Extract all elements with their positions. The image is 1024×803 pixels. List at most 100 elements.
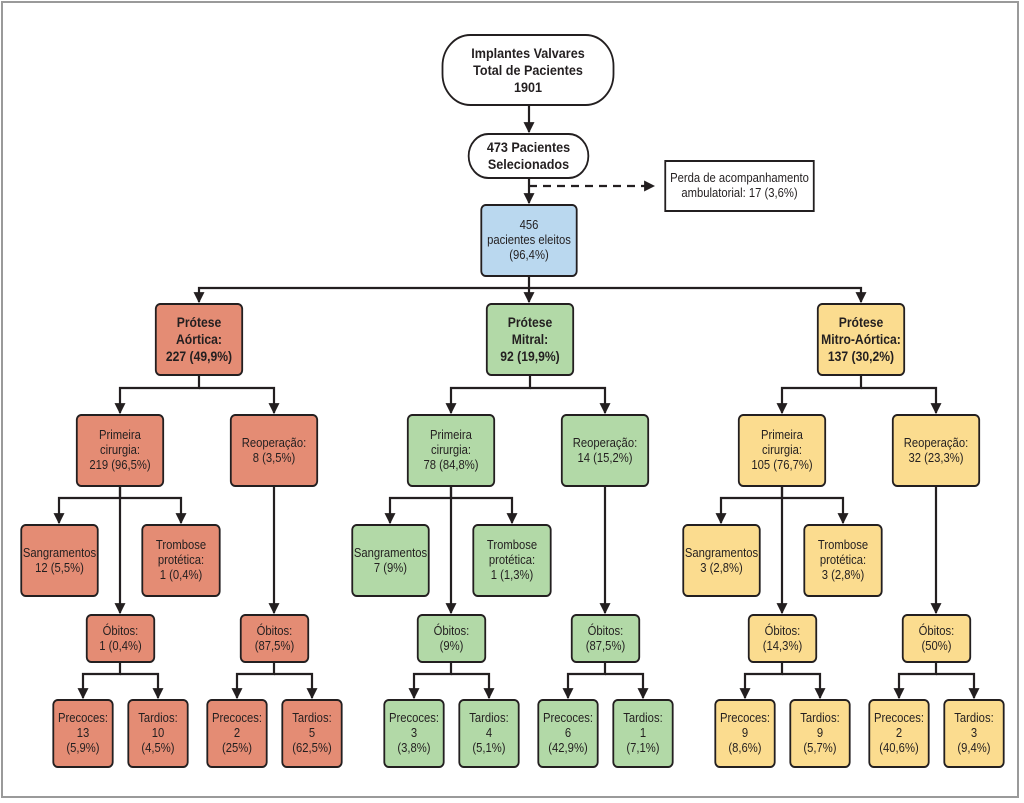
aortic-first-early-node: Precoces:13(5,9%) xyxy=(52,699,114,768)
first-late-line-1: Tardios: xyxy=(138,711,178,725)
reop-late-line-1: Tardios: xyxy=(623,711,663,725)
first-late-line-3: (5,7%) xyxy=(803,741,837,755)
reop-early-line-2: 6 xyxy=(564,726,572,740)
bleeding-line-2: 3 (2,8%) xyxy=(700,560,743,575)
group-3-arrow-thrombosis xyxy=(782,496,849,525)
group-3-arrow-first-late xyxy=(782,672,826,700)
reop-deaths-line-2: (87,5%) xyxy=(585,638,626,653)
bleeding-line-1: Sangramentos xyxy=(22,545,97,560)
first-deaths-line-2: 1 (0,4%) xyxy=(99,638,142,653)
reop-late-line-1: Tardios: xyxy=(292,711,332,725)
group-2-arrow-thrombosis xyxy=(451,496,518,525)
aortic-reop-late-node: Tardios:5(62,5%) xyxy=(281,699,343,768)
first-early-line-2: 13 xyxy=(76,726,90,740)
reop-line-2: 32 (23,3%) xyxy=(908,450,964,465)
first-line-3: 219 (96,5%) xyxy=(89,458,151,472)
mitral-reop-early-node: Precoces:6(42,9%) xyxy=(537,699,599,768)
title-line-2: Mitral: xyxy=(511,332,549,347)
title-line-2: Aórtica: xyxy=(176,332,222,347)
first-late-line-2: 4 xyxy=(485,726,493,740)
mitral-first-deaths-node: Óbitos:(9%) xyxy=(416,614,487,663)
group-1-arrow-thrombosis xyxy=(120,496,187,525)
reop-line-2: 14 (15,2%) xyxy=(577,450,633,465)
thrombosis-line-1: Trombose xyxy=(817,538,869,552)
mitro-aortic-reop-late-node: Tardios:3(9,4%) xyxy=(943,699,1005,768)
first-line-3: 105 (76,7%) xyxy=(751,458,813,472)
aortic-first-deaths-node: Óbitos:1 (0,4%) xyxy=(85,614,156,663)
reop-early-line-1: Precoces: xyxy=(873,711,925,725)
group-1-arrow-first xyxy=(114,376,201,415)
group-3-arrow-reop-early xyxy=(893,663,938,700)
first-early-line-1: Precoces: xyxy=(57,711,109,725)
thrombosis-line-3: 1 (1,3%) xyxy=(490,568,534,582)
mitro-aortic-first-early-node: Precoces:9(8,6%) xyxy=(714,699,776,768)
lost-followup-node: Perda de acompanhamento ambulatorial: 17… xyxy=(664,160,815,212)
reop-late-line-1: Tardios: xyxy=(954,711,994,725)
reop-deaths-line-2: (87,5%) xyxy=(254,638,295,653)
title-line-1: Prótese xyxy=(176,315,222,330)
eligible-percent: (96,4%) xyxy=(509,248,549,262)
thrombosis-line-2: protética: xyxy=(157,553,205,567)
first-early-line-1: Precoces: xyxy=(719,711,771,725)
total-patients-node: Implantes Valvares Total de Pacientes 19… xyxy=(441,34,615,106)
group-1-arrow-first-early xyxy=(77,663,122,700)
group-1-arrow-reop xyxy=(199,386,280,415)
mitral-reop-node: Reoperação:14 (15,2%) xyxy=(560,414,650,487)
thrombosis-line-3: 3 (2,8%) xyxy=(821,568,865,582)
reop-line-1: Reoperação: xyxy=(903,435,969,450)
mitral-reop-late-node: Tardios:1(7,1%) xyxy=(612,699,674,768)
first-late-line-3: (4,5%) xyxy=(141,741,175,755)
first-line-1: Primeira xyxy=(430,428,472,442)
first-early-line-1: Precoces: xyxy=(388,711,440,725)
first-deaths-line-2: (9%) xyxy=(439,638,464,653)
reop-line-1: Reoperação: xyxy=(572,435,638,450)
group-2-arrow-reop-early xyxy=(562,663,607,700)
first-line-1: Primeira xyxy=(99,428,141,442)
reop-early-line-3: (40,6%) xyxy=(879,741,919,755)
mitro-aortic-first-deaths-node: Óbitos:(14,3%) xyxy=(747,614,818,663)
mitral-reop-deaths-node: Óbitos:(87,5%) xyxy=(570,614,641,663)
mitral-first-late-node: Tardios:4(5,1%) xyxy=(458,699,520,768)
thrombosis-line-1: Trombose xyxy=(486,538,538,552)
arrow-to-mitro-aortic xyxy=(529,286,867,304)
first-line-2: cirurgia: xyxy=(430,443,472,457)
reop-late-line-2: 3 xyxy=(970,726,978,740)
title-line-1: Prótese xyxy=(507,315,553,330)
title-line-3: 227 (49,9%) xyxy=(165,349,233,364)
bleeding-line-1: Sangramentos xyxy=(353,545,428,560)
title-line-2: Mitro-Aórtica: xyxy=(821,332,901,347)
aortic-reop-deaths-node: Óbitos:(87,5%) xyxy=(239,614,310,663)
reop-early-line-1: Precoces: xyxy=(542,711,594,725)
reop-late-line-3: (9,4%) xyxy=(957,741,991,755)
group-1-arrow-reop-early xyxy=(231,663,276,700)
mitro-aortic-reop-early-node: Precoces:2(40,6%) xyxy=(868,699,930,768)
aortic-reop-node: Reoperação:8 (3,5%) xyxy=(229,414,319,487)
reop-early-line-2: 2 xyxy=(233,726,241,740)
bleeding-line-1: Sangramentos xyxy=(684,545,759,560)
group-3-arrow-reop-late xyxy=(936,672,980,700)
group-1-arrow-first-late xyxy=(120,672,164,700)
group-2-arrow-bleeding xyxy=(384,487,453,525)
first-late-line-3: (5,1%) xyxy=(472,741,506,755)
reop-line-1: Reoperação: xyxy=(241,435,307,450)
first-deaths-line-1: Óbitos: xyxy=(102,623,139,638)
first-deaths-line-1: Óbitos: xyxy=(764,623,801,638)
selected-patients-node: 473 Pacientes Selecionados xyxy=(467,133,590,179)
group-3-arrow-reop xyxy=(861,386,942,415)
first-early-line-3: (8,6%) xyxy=(728,741,762,755)
selected-line-1: 473 Pacientes xyxy=(486,139,571,155)
group-3-arrow-first xyxy=(776,376,863,415)
reop-early-line-1: Precoces: xyxy=(211,711,263,725)
mitro-aortic-reop-node: Reoperação:32 (23,3%) xyxy=(891,414,981,487)
bleeding-line-2: 7 (9%) xyxy=(373,560,408,575)
